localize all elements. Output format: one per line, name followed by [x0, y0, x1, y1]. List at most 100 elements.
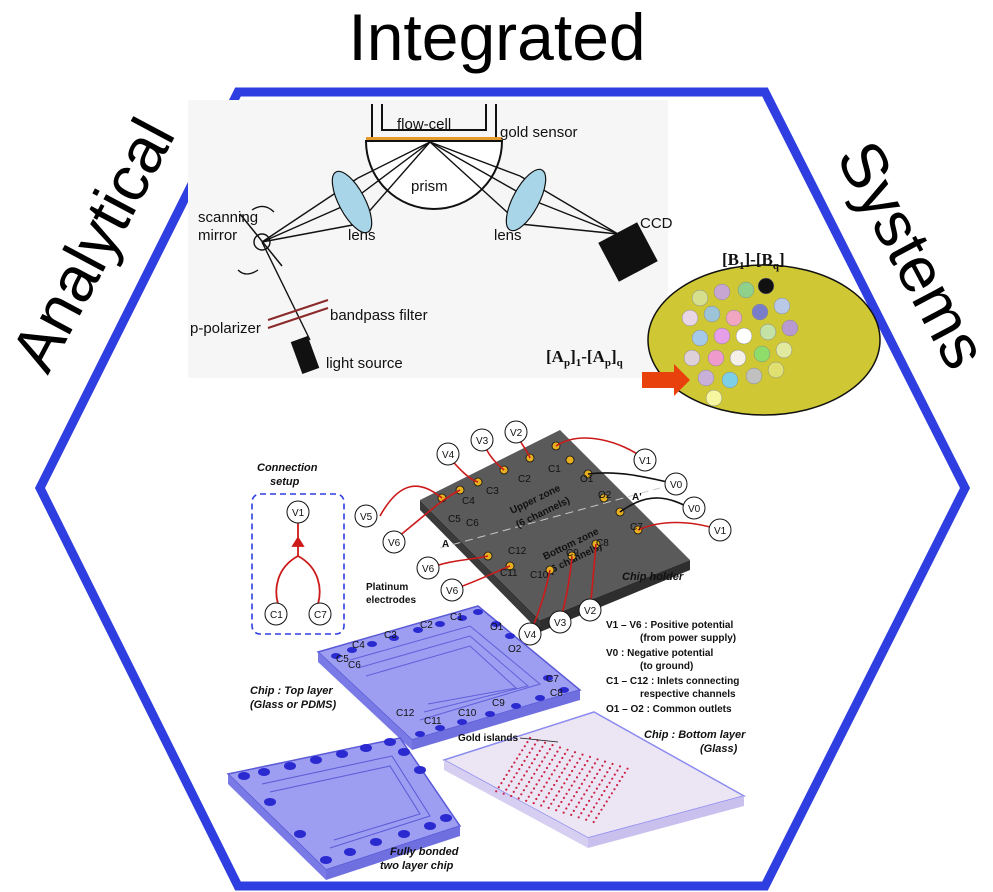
gold-island	[598, 798, 601, 801]
top-layer-port	[435, 621, 445, 627]
gold-island	[583, 793, 586, 796]
gold-island	[517, 797, 520, 800]
gold-island	[608, 767, 612, 770]
gold-island	[551, 744, 554, 747]
gold-island	[596, 772, 599, 776]
gold-island	[502, 777, 506, 781]
bonded-port	[310, 756, 322, 764]
gold-island	[565, 807, 568, 810]
bonded-port	[360, 744, 372, 752]
gold-island	[571, 769, 574, 773]
array-spot	[707, 349, 725, 367]
gold-island	[577, 801, 581, 804]
gold-island	[563, 782, 566, 785]
gold-island	[590, 781, 594, 784]
gold-island	[587, 814, 590, 817]
gold-island	[530, 762, 534, 765]
gold-island	[616, 769, 619, 772]
gold-island	[545, 796, 548, 799]
gold-island	[552, 798, 556, 801]
platinum-label-1: Platinum	[366, 582, 408, 593]
legend-line-2: (from power supply)	[640, 633, 736, 644]
gold-island	[522, 789, 526, 792]
voltage-node-label: V1	[714, 526, 727, 537]
bonded-label-2: two layer chip	[380, 860, 454, 872]
array-spot	[767, 361, 785, 379]
holder-inlet-label: C1	[548, 464, 561, 475]
setup-v1	[286, 500, 310, 524]
holder-inlet-label: C10	[530, 570, 549, 581]
light-source-box	[290, 335, 320, 375]
gold-island	[581, 768, 584, 771]
gold-island	[555, 794, 558, 797]
gold-island	[588, 785, 591, 788]
gold-island	[558, 761, 561, 764]
bonded-label-1: Fully bonded	[390, 846, 459, 858]
setup-v1-label: V1	[292, 508, 305, 519]
gold-island	[558, 775, 561, 778]
gold-island	[567, 803, 571, 806]
gold-island	[597, 812, 601, 815]
p-polarizer-label: p-polarizer	[190, 320, 261, 337]
connection-label-1: Connection	[257, 462, 318, 474]
gold-island	[533, 758, 536, 761]
voltage-node	[682, 496, 706, 520]
gold-island	[507, 784, 510, 787]
gold-island	[548, 748, 552, 751]
bonded-port	[238, 772, 250, 780]
gold-island	[591, 766, 594, 769]
voltage-node-label: V6	[422, 564, 435, 575]
voltage-node	[633, 448, 657, 472]
gold-island	[621, 775, 624, 779]
legend-line-5: C1 – C12 : Inlets connecting	[606, 676, 739, 687]
gold-island	[513, 776, 516, 779]
gold-island	[543, 756, 546, 759]
gold-island	[570, 813, 573, 817]
gold-island	[565, 792, 568, 795]
bonded-port	[370, 838, 382, 846]
gold-island	[616, 784, 619, 787]
gold-island	[495, 790, 498, 793]
gold-island	[510, 765, 513, 768]
holder-inlet-label: C5	[448, 514, 461, 525]
gold-island	[568, 788, 571, 791]
gold-island	[593, 776, 596, 780]
gold-island	[592, 806, 596, 809]
voltage-node-label: V4	[524, 630, 537, 641]
gold-island	[517, 782, 521, 785]
voltage-node	[518, 622, 542, 646]
array-spot	[773, 297, 791, 315]
top-layer-port	[415, 731, 425, 737]
gold-islands-grid	[495, 736, 629, 824]
holder-inlet-label: C3	[486, 486, 499, 497]
array-spot	[781, 319, 799, 337]
array-spot	[683, 349, 701, 367]
bonded-port	[258, 768, 270, 776]
gold-island	[603, 789, 606, 793]
top-layer-port	[473, 609, 483, 615]
gold-island	[508, 769, 511, 772]
gold-island	[571, 755, 574, 758]
gold-island	[575, 791, 578, 794]
gold-island	[613, 788, 616, 791]
gold-island	[590, 810, 593, 813]
array-left-label: [Ap]1-[Ap]q	[546, 347, 624, 369]
gold-island	[582, 808, 586, 811]
scanning-label: scanning	[198, 209, 258, 226]
gold-island	[562, 811, 565, 814]
gold-island	[510, 780, 513, 783]
gold-island	[558, 746, 562, 749]
gold-island	[512, 790, 515, 794]
voltage-node-label: V1	[639, 456, 652, 467]
top-layer-inlet-label: C2	[420, 620, 433, 631]
array-spots	[681, 277, 799, 407]
gold-island	[560, 786, 563, 789]
gold-island	[535, 783, 538, 786]
top-layer-inlet-label: C6	[348, 660, 361, 671]
array-spot	[757, 277, 775, 295]
gold-island	[588, 770, 591, 773]
gold-island	[593, 791, 596, 794]
top-layer-inlet-label: C4	[352, 640, 365, 651]
gold-island	[551, 758, 554, 761]
